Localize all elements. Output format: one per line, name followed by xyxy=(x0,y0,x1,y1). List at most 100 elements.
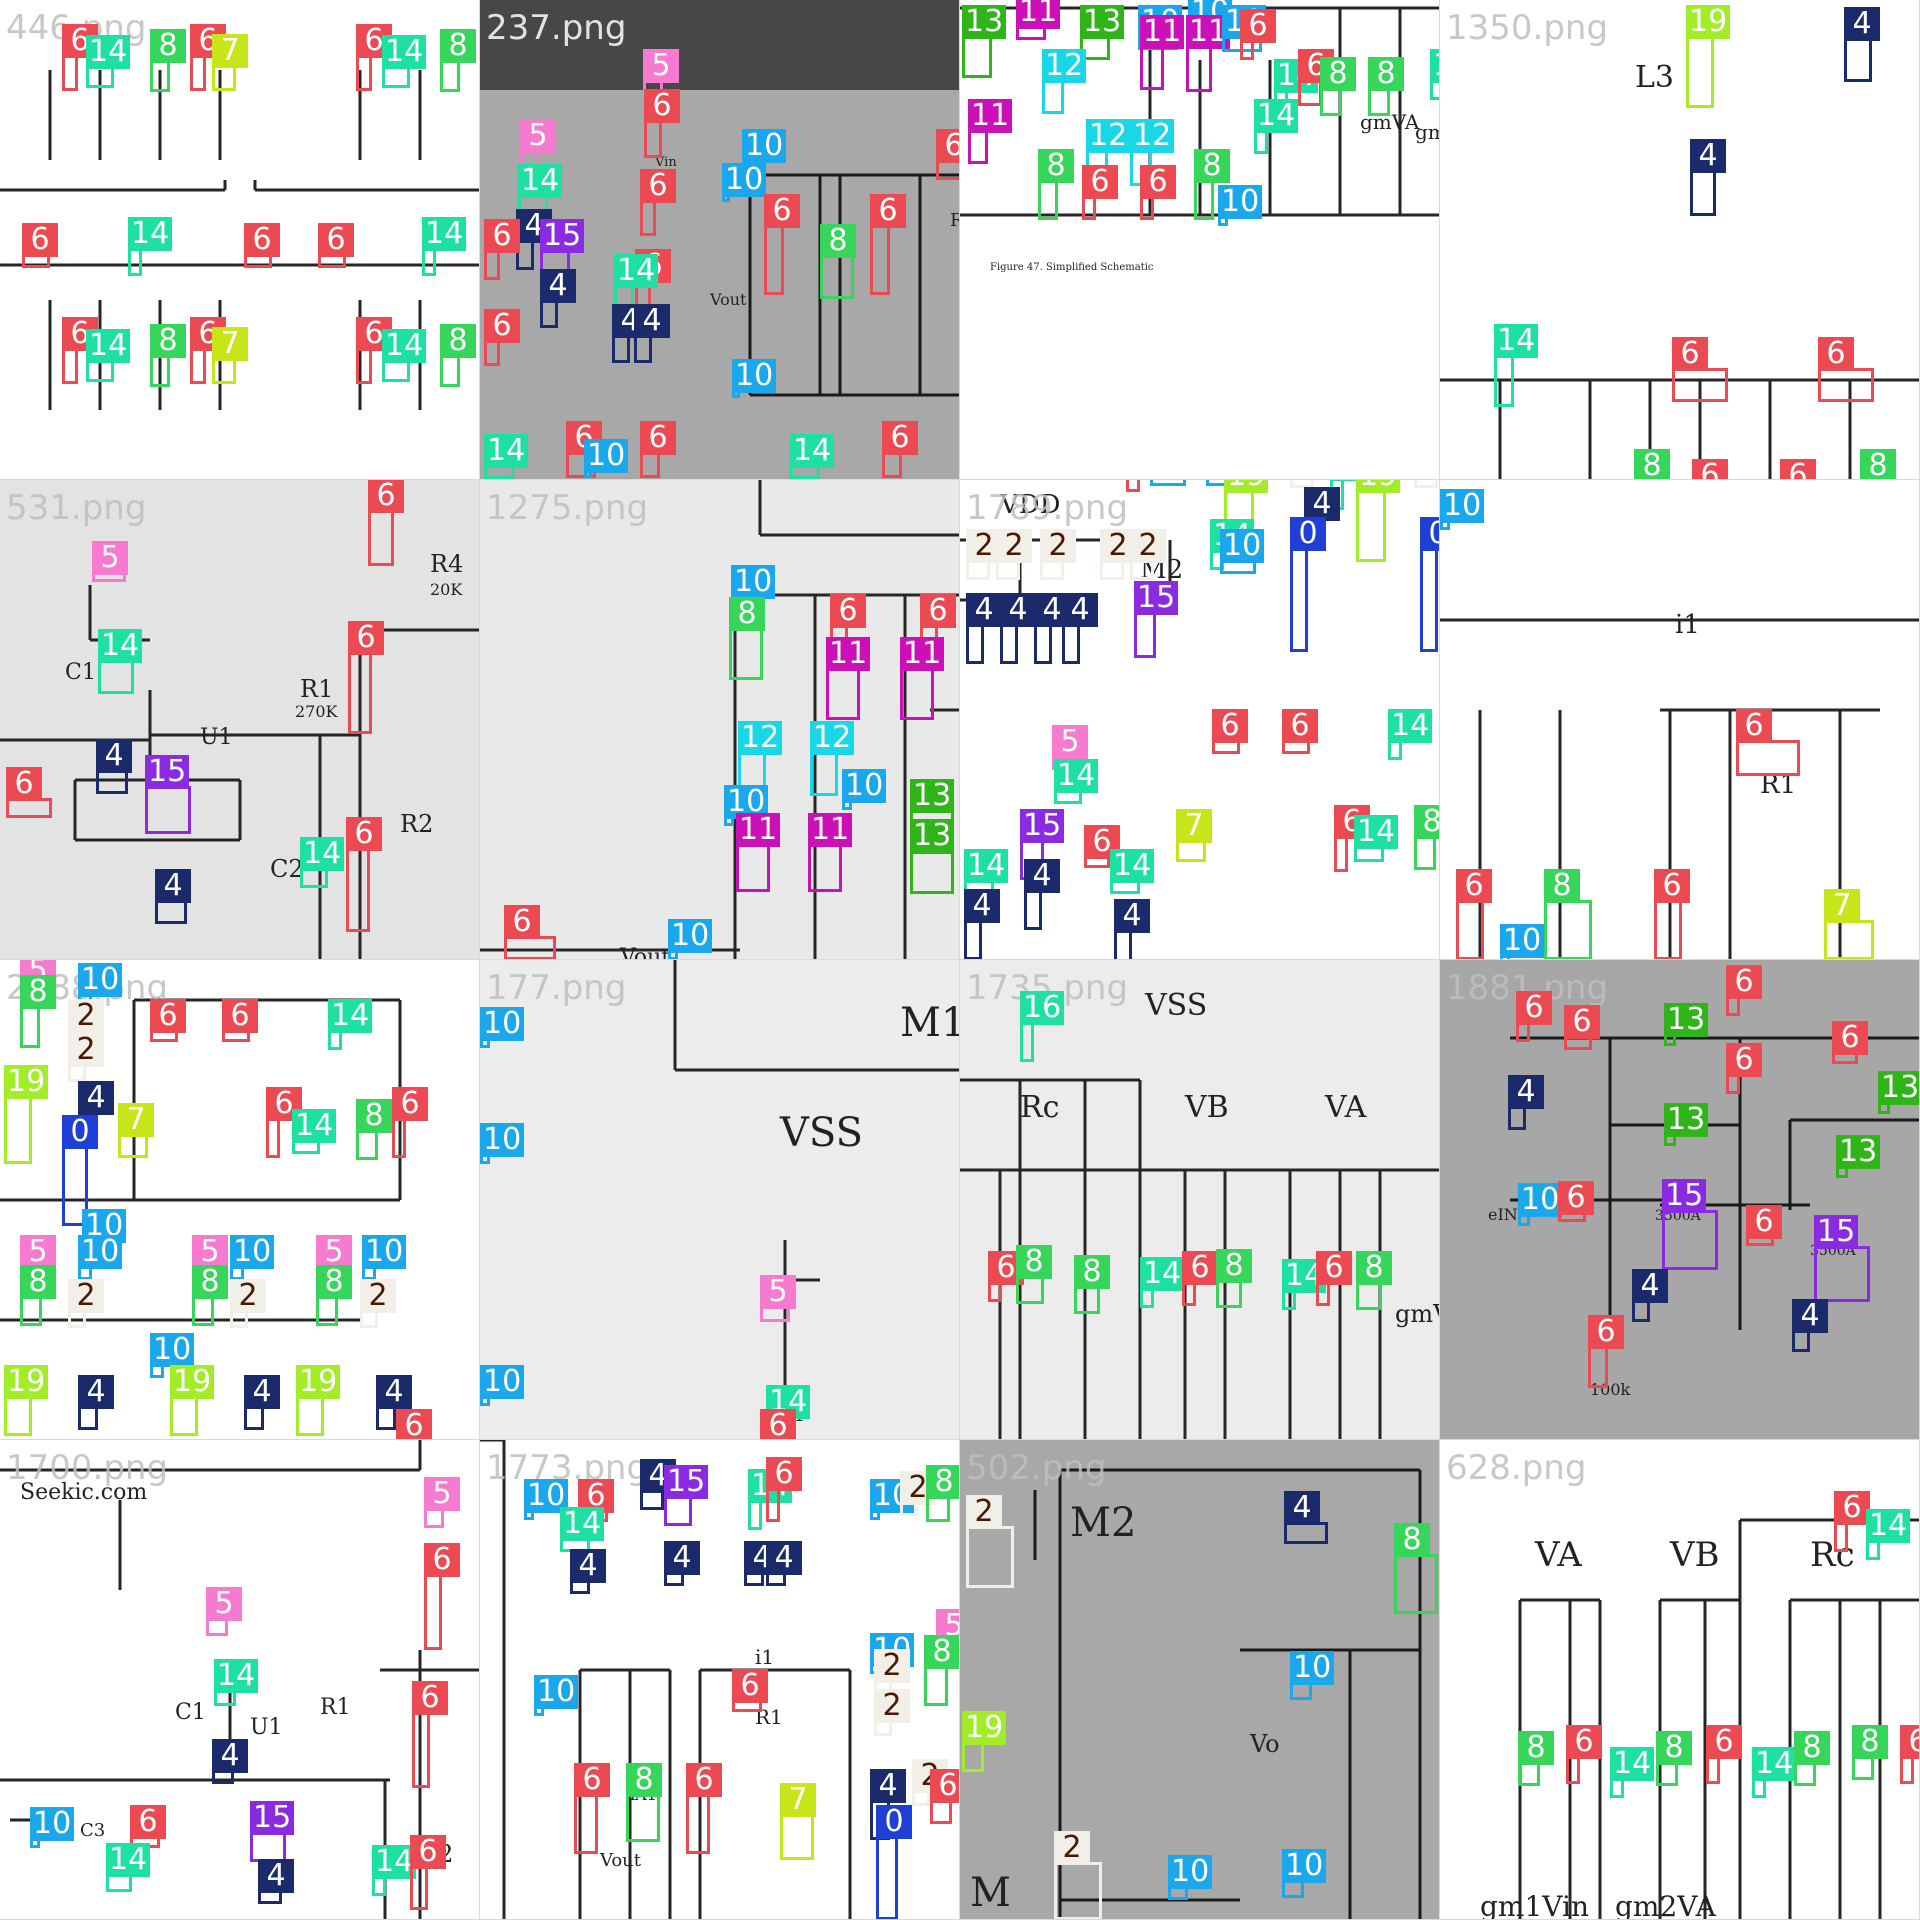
detection-box-class-6: 6 xyxy=(484,309,520,366)
detection-class-label: 6 xyxy=(484,309,520,343)
detection-class-label: 19 xyxy=(4,1065,49,1099)
detection-class-label: 8 xyxy=(1074,1255,1110,1289)
schematic-caption: gm1Vin xyxy=(1480,1890,1590,1920)
detection-class-label: 6 xyxy=(640,421,676,455)
detection-box-class-8: 8 xyxy=(1194,149,1230,220)
detection-class-label: 4 xyxy=(540,269,576,303)
detection-class-label: 4 xyxy=(155,869,191,903)
detection-class-label: 14 xyxy=(964,849,1009,883)
schematic-caption: Rc xyxy=(1020,1090,1060,1125)
detection-class-label: 14 xyxy=(1254,99,1299,133)
detection-box-class-8: 8 xyxy=(1320,57,1356,116)
detection-box-class-6: 6 xyxy=(1654,869,1690,959)
detection-class-label: 14 xyxy=(98,629,143,663)
detection-box-class-2: 2 xyxy=(874,1689,910,1736)
detection-class-label: 8 xyxy=(150,324,186,358)
detection-box-class-8: 8 xyxy=(356,1099,392,1160)
detection-class-label: 6 xyxy=(1818,337,1854,371)
detection-class-label: 6 xyxy=(830,594,866,628)
detection-box-class-14: 14 xyxy=(1140,1257,1185,1308)
tile-filename: 531.png xyxy=(6,488,147,528)
schematic-caption: R1 xyxy=(950,210,959,231)
detection-box-class-10: 10 xyxy=(1518,1183,1563,1226)
detection-class-label: 14 xyxy=(1140,1257,1185,1291)
tile-filename: 237.png xyxy=(486,8,627,48)
detection-class-label: 14 xyxy=(790,434,835,468)
detection-box-class-10: 10 xyxy=(524,1479,569,1520)
detection-box-class-6: 6 xyxy=(1726,965,1762,1016)
detection-box-class-14: 14 xyxy=(372,1845,417,1896)
detection-class-label: 8 xyxy=(1394,1523,1430,1557)
detection-box-class-6: 6 xyxy=(1516,991,1552,1042)
detection-class-label: 19 xyxy=(1356,480,1401,493)
detection-box-class-8: 8 xyxy=(20,975,56,1048)
detection-class-label: 5 xyxy=(936,1609,959,1643)
schematic-caption: VB xyxy=(1670,1535,1720,1575)
detection-box-class-4: 4 xyxy=(634,304,670,363)
detection-class-label: 6 xyxy=(930,1769,959,1803)
schematic-caption: VDD xyxy=(1000,490,1061,520)
detection-class-label: 11 xyxy=(826,637,871,671)
detection-box-class-8: 8 xyxy=(1394,1523,1438,1614)
detection-class-label: 6 xyxy=(392,1087,428,1121)
detection-box-class-4: 4 xyxy=(540,269,576,328)
detection-box-class-2: 2 xyxy=(1290,480,1314,488)
schematic-caption: 20K xyxy=(430,580,463,599)
detection-class-label: 7 xyxy=(212,327,248,361)
detection-box-class-6: 6 xyxy=(1282,709,1318,754)
detection-box-class-12: 12 xyxy=(738,721,783,796)
detection-box-class-6: 6 xyxy=(686,1763,722,1854)
detection-box-class-4: 4 xyxy=(96,739,132,794)
detection-class-label: 8 xyxy=(192,1265,228,1299)
tile-filename: 1700.png xyxy=(6,1448,169,1488)
detection-box-class-15: 15 xyxy=(664,1465,709,1526)
detection-box-class-2: 2 xyxy=(966,529,1002,580)
schematic-caption: VA xyxy=(1535,1535,1582,1575)
detection-class-label: 14 xyxy=(1866,1509,1911,1543)
detection-box-class-6: 6 xyxy=(1082,165,1118,220)
detection-class-label: 2 xyxy=(1040,529,1076,563)
detection-class-label: 8 xyxy=(1518,1731,1554,1765)
detection-box-class-8: 8 xyxy=(1794,1731,1830,1786)
detection-box-class-6: 6 xyxy=(368,480,404,566)
detection-class-label: 6 xyxy=(1084,825,1120,859)
detection-class-label: 8 xyxy=(20,975,56,1009)
detection-box-class-11: 11 xyxy=(736,813,781,892)
detection-class-label: 14 xyxy=(1110,849,1155,883)
schematic-caption: Figure 47. Simplified Schematic xyxy=(990,262,1154,273)
detection-box-class-8: 8 xyxy=(1414,805,1439,870)
detection-class-label: 2 xyxy=(360,1279,396,1313)
detection-box-class-13: 13 xyxy=(1664,1003,1709,1046)
detection-class-label: 11 xyxy=(900,637,945,671)
detection-box-class-14: 14 xyxy=(382,329,427,382)
detection-box-class-6: 6 xyxy=(644,89,680,158)
detection-box-class-19: 19 xyxy=(4,1365,49,1436)
detection-class-label: 12 xyxy=(1042,49,1087,83)
detection-class-label: 6 xyxy=(368,480,404,513)
detection-class-label: 0 xyxy=(876,1805,912,1839)
detection-class-label: 6 xyxy=(1182,1251,1218,1285)
detection-class-label: 4 xyxy=(1690,139,1726,173)
detection-class-label: 6 xyxy=(244,223,280,257)
detection-class-label: 11 xyxy=(968,99,1013,133)
image-tile: VDDM21789.png025146101022141919400141022… xyxy=(960,480,1440,960)
detection-class-label: 14 xyxy=(1354,815,1399,849)
detection-class-label: 10 xyxy=(1218,185,1263,219)
detection-box-class-10: 10 xyxy=(722,163,767,202)
detection-box-class-14: 14 xyxy=(86,35,131,88)
detection-box-class-7: 7 xyxy=(118,1103,154,1158)
detection-box-class-14: 14 xyxy=(560,1507,605,1552)
schematic-caption: gm2VA xyxy=(1615,1890,1716,1920)
detection-class-label: 4 xyxy=(1508,1075,1544,1109)
detection-class-label: 5 xyxy=(520,119,556,153)
detection-box-class-4: 4 xyxy=(1844,7,1880,82)
detection-box-class-4: 4 xyxy=(1024,859,1060,930)
detection-class-label: 8 xyxy=(20,1265,56,1299)
detection-box-class-6: 6 xyxy=(1456,869,1492,959)
detection-box-class-6: 6 xyxy=(22,223,58,268)
detection-class-label: 6 xyxy=(640,169,676,203)
detection-class-label: 14 xyxy=(614,254,659,288)
detection-class-label: 6 xyxy=(936,129,959,163)
detection-class-label: 10 xyxy=(78,1235,123,1269)
